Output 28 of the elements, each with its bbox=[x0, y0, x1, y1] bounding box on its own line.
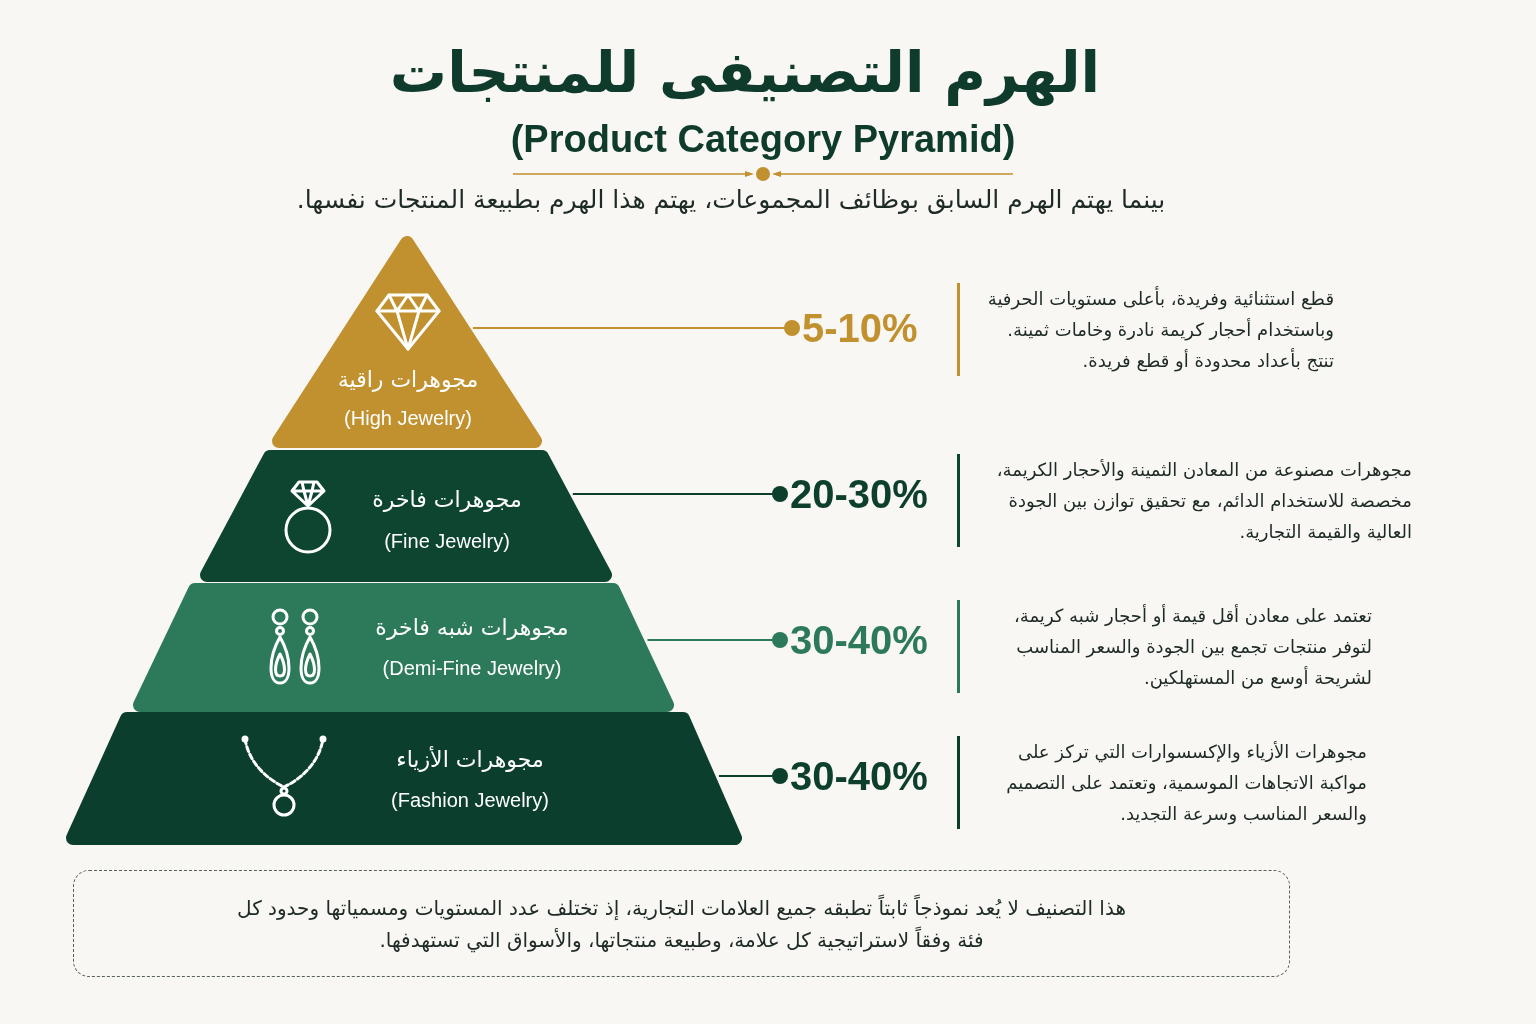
pyramid-tier bbox=[272, 236, 542, 448]
leader-line bbox=[471, 320, 800, 336]
note-box: هذا التصنيف لا يُعد نموذجاً ثابتاً تطبقه جميع العلامات التجارية، إذ تختلف عدد المستويات ومسمياتها وحدود كل فئة وفقاً لاستراتيجية كل علامة، وطبيعة منتجاتها، والأسواق التي تستهدفها. bbox=[73, 870, 1290, 977]
percentage-label: 30-40% bbox=[790, 756, 928, 796]
tier-subtitle: (Fashion Jewelry) bbox=[391, 788, 549, 813]
description-text: مجوهرات الأزياء والإكسسوارات التي تركز على مواكبة الاتجاهات الموسمية، وتعتمد على التصميم والسعر المناسب وسرعة التجديد. bbox=[957, 736, 1367, 829]
tier-title: مجوهرات شبه فاخرة bbox=[375, 613, 569, 642]
leader-line bbox=[646, 632, 788, 648]
leader-line bbox=[571, 486, 788, 502]
leader-line bbox=[717, 768, 788, 784]
title: الهرم التصنيفى للمنتجات bbox=[389, 37, 1101, 107]
tier-title: مجوهرات الأزياء bbox=[396, 745, 544, 774]
description-text: تعتمد على معادن أقل قيمة أو أحجار شبه كريمة، لتوفر منتجات تجمع بين الجودة والسعر المناسب لشريحة أوسع من المستهلكين. bbox=[957, 600, 1372, 693]
description-text: مجوهرات مصنوعة من المعادن الثمينة والأحجار الكريمة، مخصصة للاستخدام الدائم، مع تحقيق توازن بين الجودة العالية والقيمة التجارية. bbox=[957, 454, 1412, 547]
pyramid-tier bbox=[200, 450, 612, 582]
percentage-label: 5-10% bbox=[802, 308, 918, 348]
tier-subtitle: (Fine Jewelry) bbox=[384, 529, 510, 554]
pyramid-tier bbox=[133, 583, 674, 712]
percentage-label: 30-40% bbox=[790, 620, 928, 660]
pyramid-tier bbox=[66, 712, 742, 845]
percentage-label: 20-30% bbox=[790, 474, 928, 514]
intro-text: بينما يهتم الهرم السابق بوظائف المجموعات، يهتم هذا الهرم بطبيعة المنتجات نفسها. bbox=[296, 183, 1166, 216]
tier-title: مجوهرات فاخرة bbox=[372, 485, 522, 514]
tier-subtitle: (High Jewelry) bbox=[344, 406, 472, 431]
tier-subtitle: (Demi-Fine Jewelry) bbox=[382, 656, 562, 681]
tier-title: مجوهرات راقية bbox=[337, 365, 479, 394]
description-text: قطع استثنائية وفريدة، بأعلى مستويات الحرفية وباستخدام أحجار كريمة نادرة وخامات ثمينة. تنتج بأعداد محدودة أو قطع فريدة. bbox=[957, 283, 1334, 376]
subtitle: (Product Category Pyramid) bbox=[510, 117, 1016, 163]
